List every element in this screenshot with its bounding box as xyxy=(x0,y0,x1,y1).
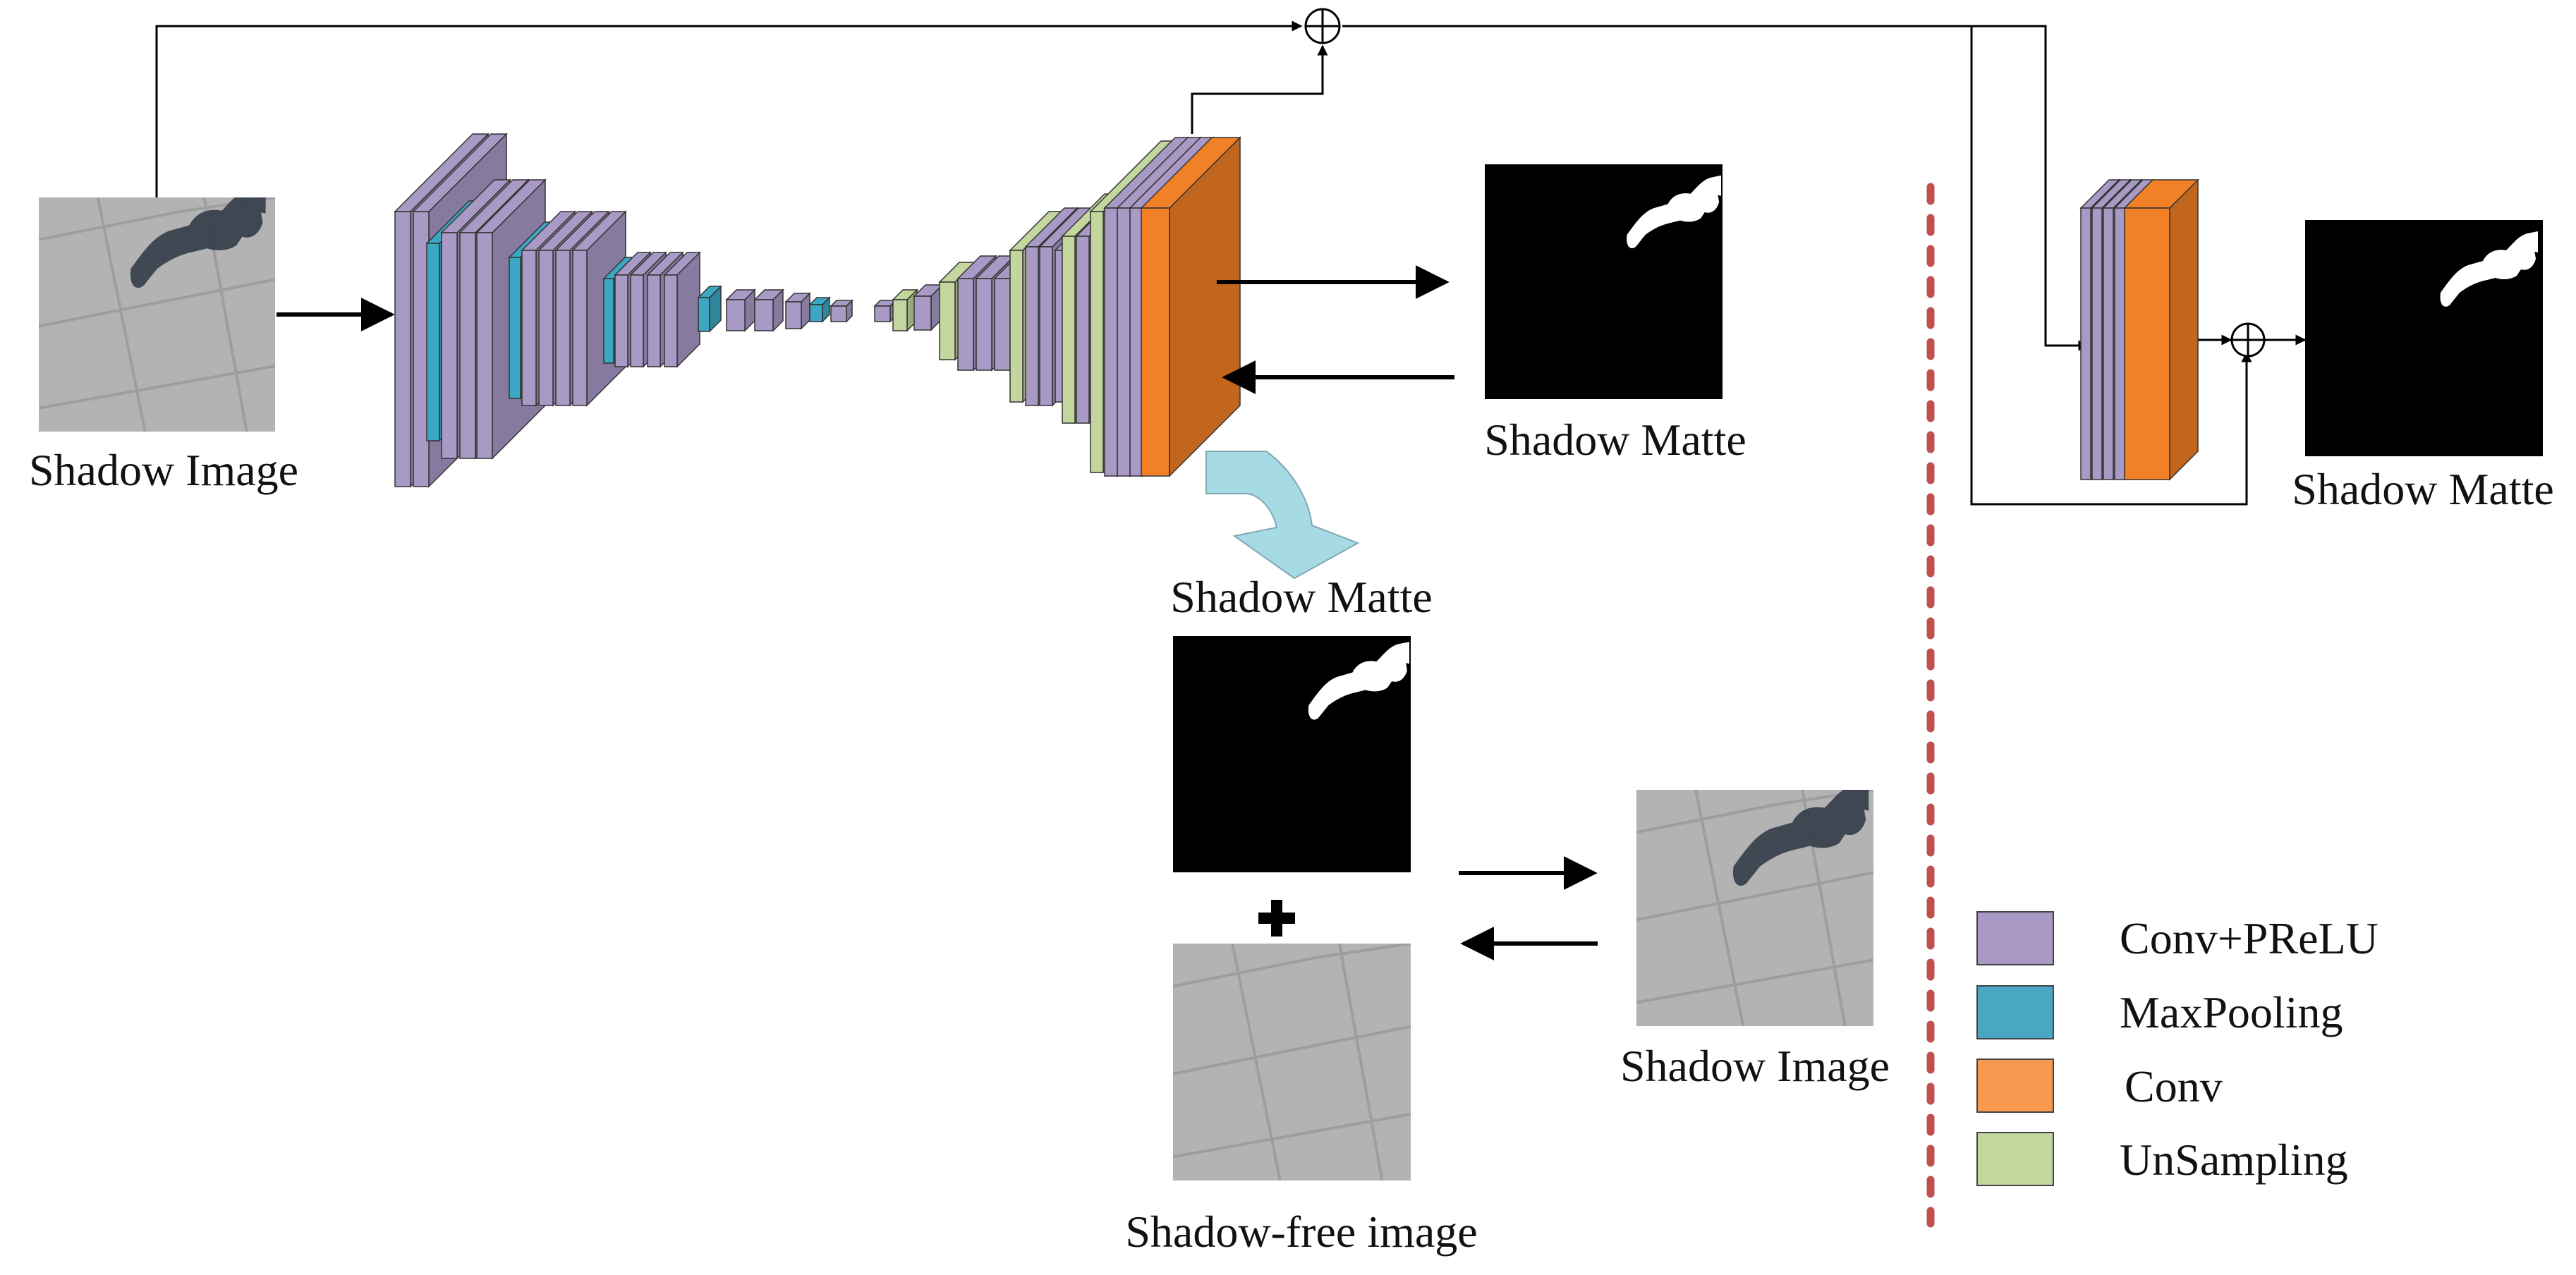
skip-connection-lines xyxy=(155,20,2307,506)
legend-item: UnSampling xyxy=(1976,1132,2348,1186)
legend-label: UnSampling xyxy=(2120,1135,2348,1185)
network-layer xyxy=(663,251,701,368)
legend-item: Conv+PReLU xyxy=(1976,911,2378,965)
shadow-matte-image xyxy=(1485,164,1723,399)
sum-circle-icon xyxy=(1304,8,1341,44)
legend-item: Conv xyxy=(1976,1059,2223,1113)
right-matte-label: Shadow Matte xyxy=(2292,464,2554,514)
curved-arrow-icon xyxy=(1205,451,1360,580)
network-layer xyxy=(784,292,811,330)
recomposed-label: Shadow Image xyxy=(1620,1041,1890,1091)
plus-icon xyxy=(1258,900,1295,937)
legend-label: Conv+PReLU xyxy=(2120,913,2378,963)
input-image-label: Shadow Image xyxy=(29,445,298,495)
legend-label: Conv xyxy=(2125,1061,2223,1111)
network-layer xyxy=(2123,178,2199,481)
network-layer xyxy=(697,285,722,333)
legend-item: MaxPooling xyxy=(1976,985,2343,1039)
network-layer xyxy=(830,299,853,323)
encoder-decoder-network xyxy=(394,133,1241,488)
refinement-network xyxy=(2079,178,2199,481)
shadow-free-label: Shadow-free image xyxy=(1125,1207,1477,1257)
network-layer xyxy=(808,296,831,323)
network-layer xyxy=(753,288,784,332)
recomposed-shadow-image xyxy=(1636,790,1873,1026)
legend: Conv+PReLU MaxPooling Conv UnSampling xyxy=(1976,911,2378,1186)
shadow-free-image xyxy=(1173,944,1411,1181)
input-shadow-image xyxy=(39,197,275,432)
refined-shadow-matte-image xyxy=(2305,220,2543,456)
mid-matte-label: Shadow Matte xyxy=(1170,572,1433,622)
network-layer xyxy=(913,283,944,331)
network-layer xyxy=(725,288,756,332)
legend-label: MaxPooling xyxy=(2120,987,2343,1037)
network-layer xyxy=(892,288,918,332)
top-matte-label: Shadow Matte xyxy=(1484,415,1746,465)
shadow-matte-image xyxy=(1173,636,1411,872)
sum-circle-icon xyxy=(2230,322,2266,358)
